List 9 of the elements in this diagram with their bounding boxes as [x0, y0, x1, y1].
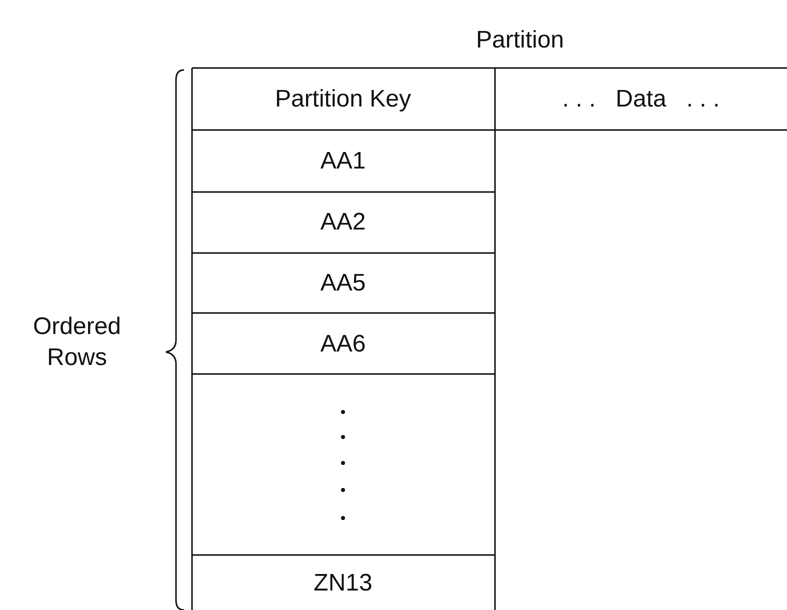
row-key: AA5 — [320, 267, 366, 299]
row-key: AA6 — [320, 328, 366, 360]
column-header: . . . Data . . . — [562, 84, 720, 114]
bracket-label: Ordered Rows — [32, 312, 122, 373]
column-header: Partition Key — [274, 84, 412, 114]
row-key: AA1 — [320, 145, 366, 177]
row-key: AA2 — [320, 206, 366, 238]
row-key: ZN13 — [314, 567, 372, 599]
title: Partition — [476, 25, 564, 56]
